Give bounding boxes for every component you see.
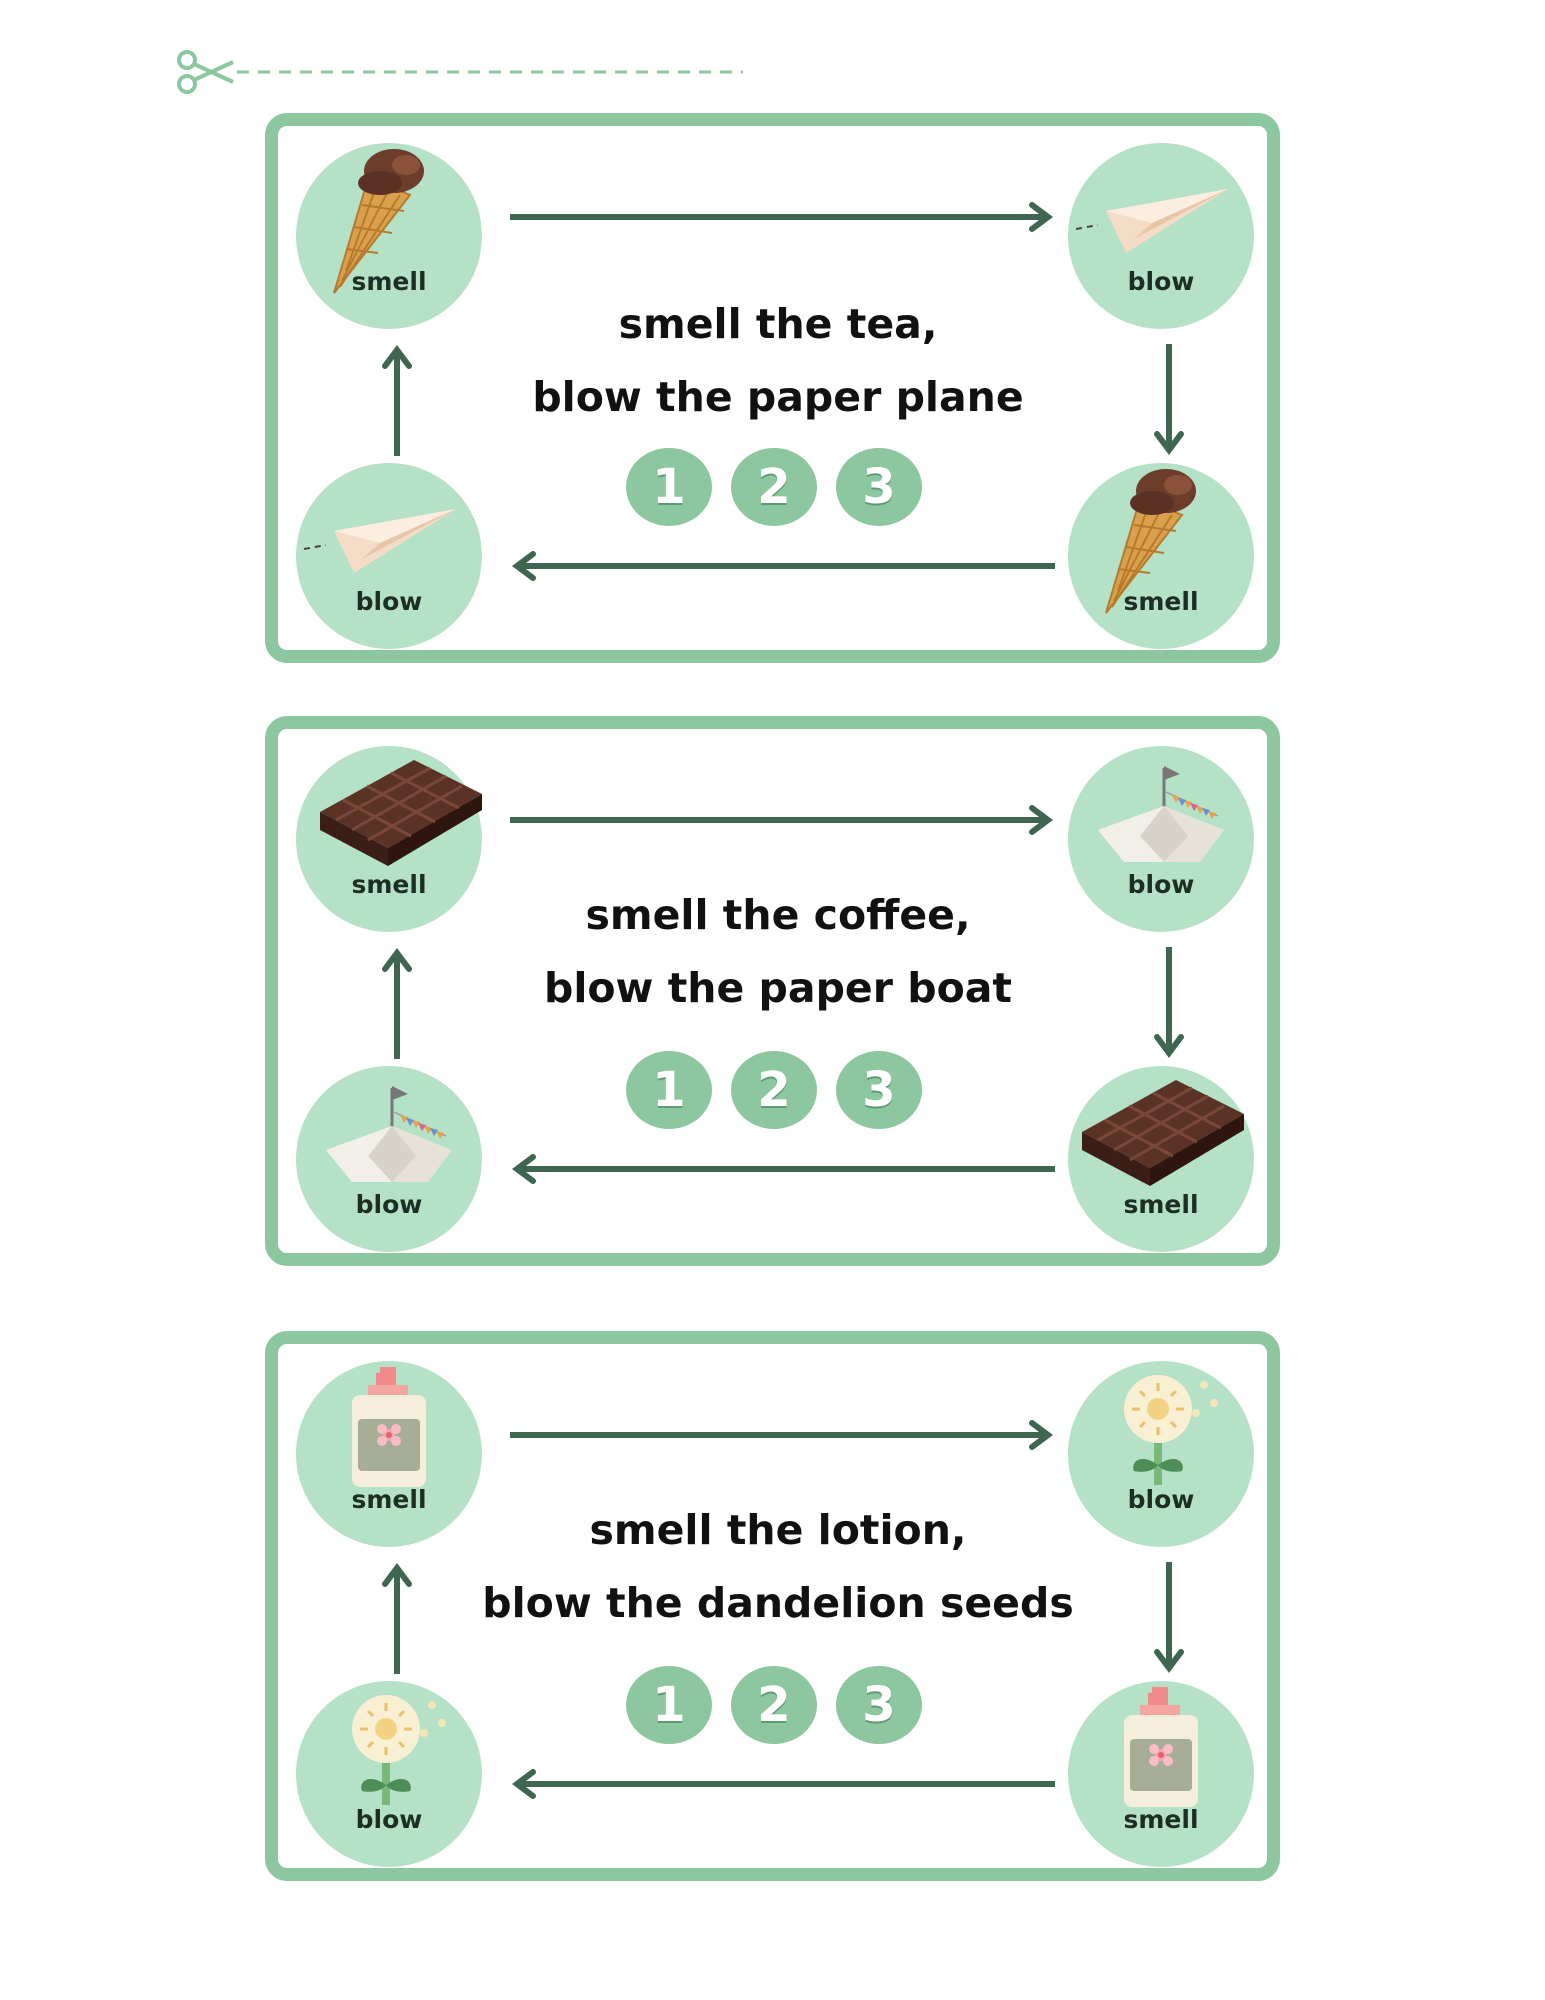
arrow-up-icon (382, 948, 412, 1059)
smell-step-top-left: smell (296, 1361, 482, 1547)
paper-plane-icon (296, 463, 482, 649)
blow-step-top-right: blow (1068, 143, 1254, 329)
step-label: smell (1123, 1190, 1199, 1219)
count-badge-3: 3 (836, 448, 922, 526)
arrow-up-icon (382, 345, 412, 456)
count-badge-2: 2 (731, 1666, 817, 1744)
ice-cream-cone-icon (296, 143, 482, 329)
step-label: smell (351, 267, 427, 296)
step-label: blow (355, 1805, 423, 1834)
step-label: blow (1127, 1485, 1195, 1514)
card-title: smell the lotion, blow the dandelion see… (458, 1494, 1098, 1640)
blow-step-bottom-left: blow (296, 1681, 482, 1867)
count-badges: 1 2 3 (626, 1666, 926, 1748)
blow-step-bottom-left: blow (296, 1066, 482, 1252)
smell-step-bottom-right: smell (1068, 1066, 1254, 1252)
arrow-right-icon (510, 202, 1053, 232)
count-badge-3: 3 (836, 1051, 922, 1129)
card-title: smell the tea, blow the paper plane (488, 288, 1068, 434)
arrow-right-icon (510, 805, 1053, 835)
blow-step-top-right: blow (1068, 746, 1254, 932)
activity-card-3: smell blow blow smell smell the lotion, … (265, 1331, 1280, 1881)
count-badges: 1 2 3 (626, 448, 926, 530)
step-label: smell (1123, 587, 1199, 616)
count-badge-3: 3 (836, 1666, 922, 1744)
activity-card-1: smell blow blow smell smell the tea, blo… (265, 113, 1280, 663)
arrow-left-icon (512, 551, 1055, 581)
title-line-2: blow the paper plane (532, 373, 1024, 421)
title-line-2: blow the dandelion seeds (482, 1579, 1074, 1627)
ice-cream-cone-icon (1068, 463, 1254, 649)
card-title: smell the coffee, blow the paper boat (488, 879, 1068, 1025)
arrow-down-icon (1154, 947, 1184, 1058)
step-label: smell (351, 870, 427, 899)
activity-card-2: smell blow blow smell smell the coffee, … (265, 716, 1280, 1266)
step-label: blow (1127, 870, 1195, 899)
count-badges: 1 2 3 (626, 1051, 926, 1133)
title-line-1: smell the coffee, (585, 891, 971, 939)
title-line-1: smell the lotion, (589, 1506, 967, 1554)
step-label: blow (355, 587, 423, 616)
title-line-1: smell the tea, (618, 300, 938, 348)
dandelion-icon (296, 1681, 482, 1867)
chocolate-bar-icon (296, 746, 482, 932)
arrow-down-icon (1154, 1562, 1184, 1673)
arrow-left-icon (512, 1154, 1055, 1184)
count-badge-2: 2 (731, 1051, 817, 1129)
paper-boat-icon (296, 1066, 482, 1252)
arrow-up-icon (382, 1563, 412, 1674)
step-label: smell (351, 1485, 427, 1514)
smell-step-top-left: smell (296, 143, 482, 329)
count-badge-1: 1 (626, 1051, 712, 1129)
blow-step-bottom-left: blow (296, 463, 482, 649)
step-label: smell (1123, 1805, 1199, 1834)
paper-plane-icon (1068, 143, 1254, 329)
arrow-left-icon (512, 1769, 1055, 1799)
scissors-icon (177, 50, 234, 94)
scissors-cut-line (177, 50, 743, 94)
lotion-bottle-icon (1068, 1681, 1254, 1867)
lotion-bottle-icon (296, 1361, 482, 1547)
paper-boat-icon (1068, 746, 1254, 932)
chocolate-bar-icon (1058, 1066, 1244, 1252)
title-line-2: blow the paper boat (543, 964, 1013, 1012)
smell-step-bottom-right: smell (1068, 463, 1254, 649)
step-label: blow (1127, 267, 1195, 296)
arrow-right-icon (510, 1420, 1053, 1450)
arrow-down-icon (1154, 344, 1184, 455)
blow-step-top-right: blow (1068, 1361, 1254, 1547)
step-label: blow (355, 1190, 423, 1219)
count-badge-2: 2 (731, 448, 817, 526)
count-badge-1: 1 (626, 1666, 712, 1744)
smell-step-bottom-right: smell (1068, 1681, 1254, 1867)
count-badge-1: 1 (626, 448, 712, 526)
smell-step-top-left: smell (296, 746, 482, 932)
